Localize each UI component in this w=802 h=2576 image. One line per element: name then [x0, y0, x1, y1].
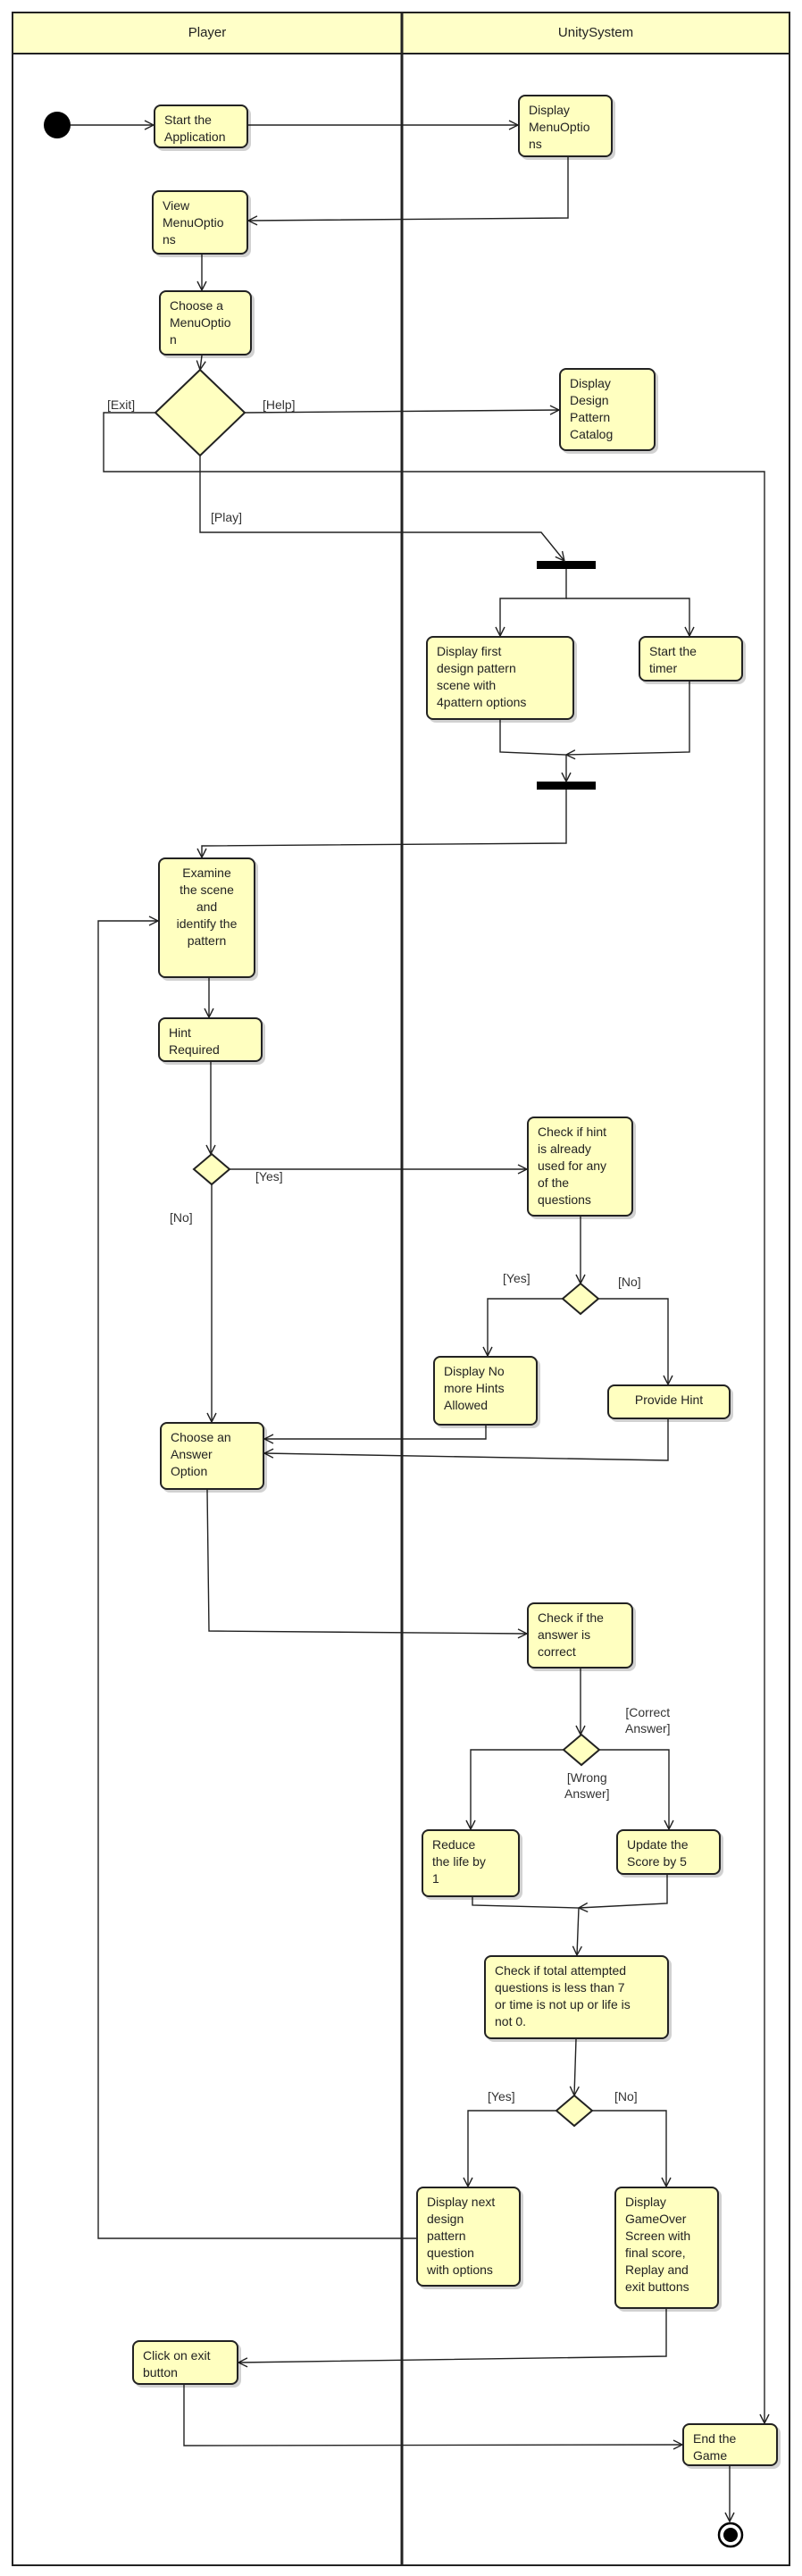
action-provide-hint[interactable]: Provide Hint: [607, 1384, 731, 1419]
flow-exit: [103, 412, 764, 2423]
action-update-score[interactable]: Update the Score by 5: [616, 1829, 721, 1875]
guard-total-yes: [Yes]: [488, 2089, 515, 2103]
lane-title-player: Player: [188, 25, 227, 40]
final-node-core: [723, 2528, 738, 2542]
flow-score-merge: [579, 1875, 668, 1908]
decision-continue: [555, 2094, 594, 2128]
flow-gameover-exit: [238, 2309, 667, 2363]
action-display-gameover[interactable]: Display GameOver Screen with final score…: [614, 2187, 719, 2309]
guard-hint-no: [No]: [170, 1210, 193, 1225]
guard-correct-answer: [Correct Answer]: [625, 1705, 671, 1735]
flow-wrong: [471, 1749, 564, 1829]
action-end-game[interactable]: End the Game: [682, 2423, 778, 2466]
fork-bar: [537, 561, 596, 569]
flow-exit-end: [183, 2385, 682, 2446]
flow-next-examine: [97, 921, 416, 2239]
flow-total-no: [592, 2110, 666, 2187]
flow-provide-answer: [264, 1419, 669, 1461]
guard-wrong-answer: [Wrong Answer]: [564, 1770, 610, 1801]
action-hint-required[interactable]: Hint Required: [158, 1017, 263, 1062]
action-start-timer[interactable]: Start the timer: [639, 636, 743, 682]
guard-exit: [Exit]: [107, 397, 136, 412]
guard-used-no: [No]: [618, 1275, 641, 1289]
flow-total-decision: [574, 2038, 576, 2095]
flow-fork-timer: [566, 598, 689, 636]
guard-total-no: [No]: [614, 2089, 638, 2103]
action-check-answer[interactable]: Check if the answer is correct: [527, 1602, 633, 1669]
flow-play: [199, 456, 564, 561]
flow-display-join: [499, 720, 566, 782]
action-reduce-life[interactable]: Reduce the life by 1: [422, 1829, 520, 1897]
lane-title-system: UnitySystem: [557, 25, 634, 40]
join-bar: [537, 782, 596, 790]
action-display-menu-options[interactable]: Display MenuOptio ns: [518, 95, 613, 157]
flow-help: [244, 410, 559, 413]
flow-join-examine: [202, 790, 567, 857]
decision-answer: [562, 1733, 601, 1767]
action-no-more-hints[interactable]: Display No more Hints Allowed: [433, 1356, 538, 1426]
action-click-exit[interactable]: Click on exit button: [132, 2340, 238, 2385]
action-choose-menu-option[interactable]: Choose a MenuOptio n: [159, 290, 252, 355]
guard-help: [Help]: [263, 397, 296, 412]
flow-timer-join: [566, 682, 690, 755]
action-choose-answer[interactable]: Choose an Answer Option: [160, 1422, 264, 1490]
lane-header-system: [401, 12, 790, 54]
action-check-hint-used[interactable]: Check if hint is already used for any of…: [527, 1117, 633, 1217]
flow-nohints-answer: [264, 1426, 487, 1439]
flow-fork-display: [500, 569, 567, 636]
action-display-first-scene[interactable]: Display first design pattern scene with …: [426, 636, 574, 720]
flow-choose-decision: [200, 355, 202, 370]
decision-hint-used: [561, 1282, 600, 1316]
action-check-total[interactable]: Check if total attempted questions is le…: [484, 1955, 669, 2039]
action-view-menu-options[interactable]: View MenuOptio ns: [152, 190, 248, 255]
action-examine-scene[interactable]: Examine the scene and identify the patte…: [158, 857, 255, 978]
guard-used-yes: [Yes]: [503, 1271, 530, 1285]
flow-display-view: [248, 157, 569, 221]
guard-hint-yes: [Yes]: [255, 1169, 283, 1183]
initial-node: [44, 112, 71, 138]
flow-used-no: [598, 1298, 668, 1384]
flow-reduce-merge: [472, 1897, 579, 1955]
action-display-next-question[interactable]: Display next design pattern question wit…: [416, 2187, 521, 2287]
flow-answer-check: [206, 1489, 527, 1634]
flow-used-yes: [488, 1298, 563, 1356]
action-start-application[interactable]: Start the Application: [154, 105, 248, 148]
flow-total-yes: [468, 2110, 556, 2187]
action-display-pattern-catalog[interactable]: Display Design Pattern Catalog: [559, 368, 656, 451]
guard-play: [Play]: [211, 510, 243, 524]
flow-correct: [599, 1749, 669, 1829]
